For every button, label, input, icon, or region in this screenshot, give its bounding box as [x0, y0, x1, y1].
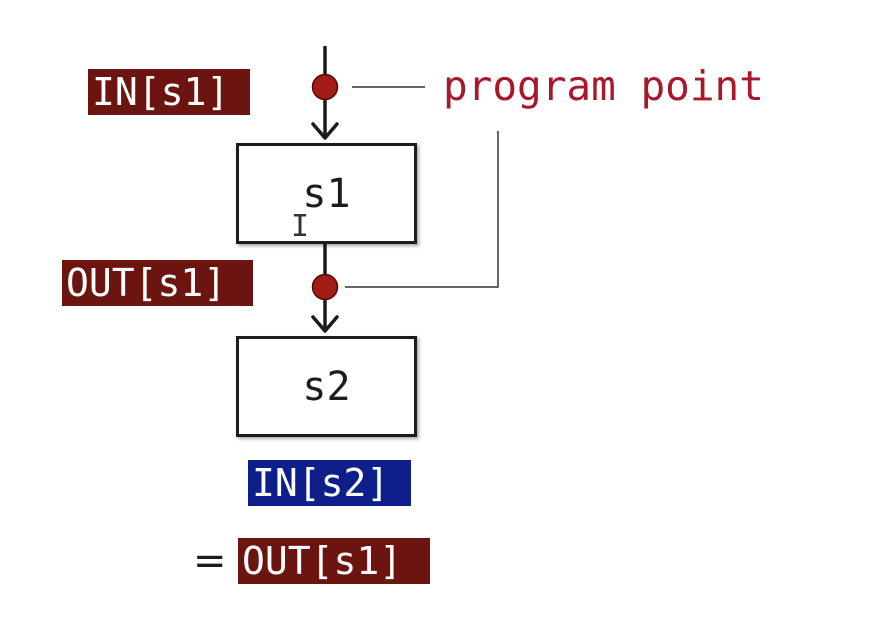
statement-s2-box: s2: [236, 336, 417, 437]
arrowhead-into-s2: [311, 315, 339, 333]
text-cursor-icon: I: [291, 209, 310, 244]
in-s2-label: IN[s2]: [248, 460, 411, 506]
program-point-callout: program point: [443, 62, 764, 110]
program-point-dot-middle: [311, 273, 339, 301]
equals-sign: =: [193, 538, 227, 584]
program-point-dot-top: [311, 73, 339, 101]
in-s1-label: IN[s1]: [88, 69, 250, 115]
arrowhead-into-s1: [311, 122, 339, 140]
callout-connector-bottom: [345, 131, 499, 288]
out-s1-label: OUT[s1]: [62, 260, 253, 306]
out-s1-equation-label: OUT[s1]: [238, 538, 430, 584]
statement-s1-text: s1: [302, 170, 351, 217]
statement-s1-box: s1: [236, 143, 417, 244]
statement-s2-text: s2: [302, 363, 351, 410]
